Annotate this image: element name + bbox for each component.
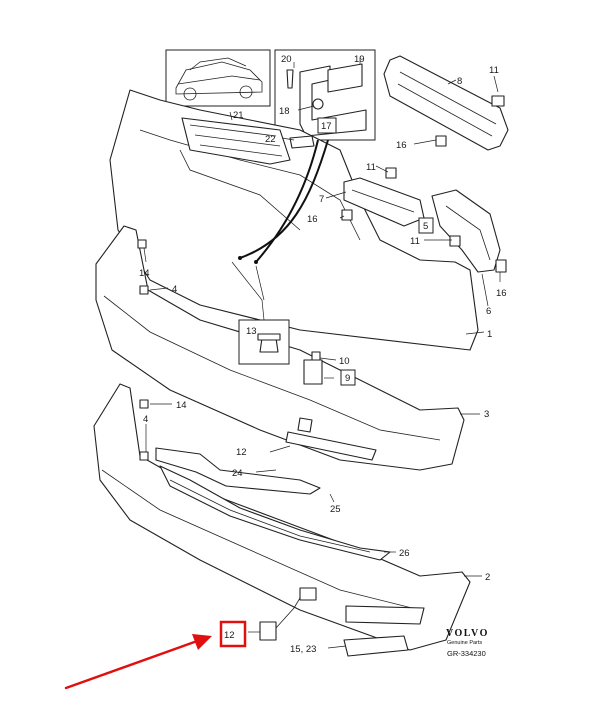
callout-17: 17 — [321, 121, 332, 132]
callout-2: 2 — [485, 572, 490, 583]
callout-11a: 11 — [489, 65, 499, 76]
callout-12b-highlighted: 12 — [224, 630, 235, 641]
callout-16a: 16 — [396, 140, 407, 151]
callout-10: 10 — [339, 356, 350, 367]
side-brackets — [341, 167, 507, 273]
highlight-box — [219, 620, 247, 648]
callout-22: 22 — [265, 134, 276, 145]
callout-18: 18 — [279, 106, 290, 117]
clip-inset — [238, 319, 290, 365]
boxed-callout-frames — [219, 117, 434, 648]
brand-tagline: Genuine Parts — [447, 640, 482, 646]
callout-labels: 1 2 3 4 4 5 6 7 8 9 10 11 11 11 12 12 13… — [139, 54, 507, 655]
callout-16c: 16 — [496, 288, 507, 299]
callout-6: 6 — [486, 306, 491, 317]
callout-16b: 16 — [307, 214, 318, 225]
callout-11c: 11 — [410, 236, 420, 247]
callout-19: 19 — [354, 54, 365, 65]
bumper-cover-lower — [93, 383, 471, 657]
car-thumbnail-inset — [165, 49, 271, 107]
reference-code: GR-334230 — [447, 649, 486, 658]
callout-9: 9 — [345, 373, 350, 384]
callout-8: 8 — [457, 76, 462, 87]
callout-26: 26 — [399, 548, 410, 559]
callout-5: 5 — [423, 221, 428, 232]
callout-24: 24 — [232, 468, 243, 479]
callout-11b: 11 — [366, 162, 376, 173]
red-pointer-arrow — [64, 634, 212, 690]
leader-lines — [143, 75, 501, 649]
callout-12a: 12 — [236, 447, 247, 458]
callout-21: 21 — [233, 110, 244, 121]
callout-7: 7 — [319, 194, 324, 205]
callout-14a: 14 — [139, 268, 150, 279]
callout-13: 13 — [246, 326, 257, 337]
callout-3: 3 — [484, 409, 489, 420]
brand-block: VOLVO Genuine Parts GR-334230 — [446, 628, 489, 658]
callout-4b: 4 — [143, 414, 148, 425]
callout-1: 1 — [487, 329, 492, 340]
callout-4a: 4 — [172, 284, 177, 295]
bumper-beam — [383, 55, 509, 151]
callout-14b: 14 — [176, 400, 187, 411]
bumper-cover-upper — [109, 89, 479, 351]
brand-logo-text: VOLVO — [446, 628, 489, 639]
callout-20: 20 — [281, 54, 292, 65]
callout-25: 25 — [330, 504, 341, 515]
callout-15-23: 15, 23 — [290, 644, 316, 655]
